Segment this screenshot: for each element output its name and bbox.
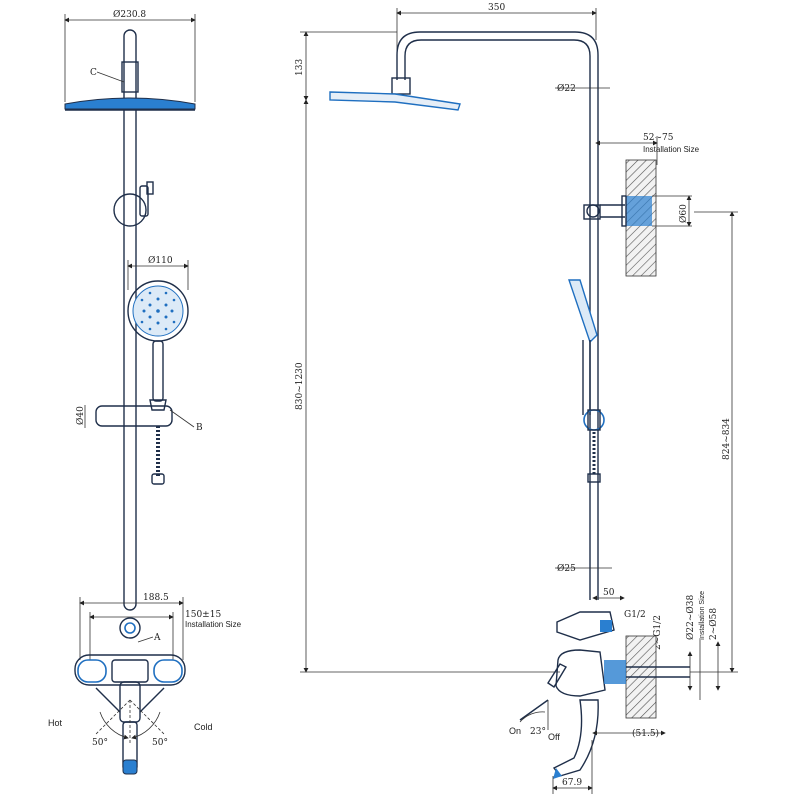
bar-diameter-label: Ø40 xyxy=(75,406,86,425)
pipe-diameter-label: Ø22 xyxy=(557,83,576,94)
installation-size-label: Installation Size xyxy=(185,620,242,629)
label-a: A xyxy=(153,633,161,643)
arm-length-label: 350 xyxy=(488,3,505,13)
label-c: C xyxy=(90,68,97,78)
side-mixer xyxy=(555,649,606,697)
label-b: B xyxy=(196,423,203,433)
bracket-range-label: 52~75 xyxy=(643,133,674,143)
spout-depth-label: 67.9 xyxy=(562,778,582,788)
escutcheon-range-label: Ø22~Ø38 xyxy=(685,595,696,640)
escutcheon-installation-label: Installation Size xyxy=(699,591,706,640)
shower-head xyxy=(64,97,196,110)
mixer-width-label: 188.5 xyxy=(143,593,169,603)
hand-shower-handle xyxy=(152,340,164,402)
front-view: Ø230.8 C Ø110 xyxy=(48,9,242,775)
head-height-label: 133 xyxy=(295,59,305,76)
hand-shower-diameter-label: Ø110 xyxy=(148,255,173,266)
thread-top-label: G1/2 xyxy=(624,610,646,620)
on-label: On xyxy=(509,726,521,736)
cold-label: Cold xyxy=(194,722,213,732)
hot-angle-label: 50° xyxy=(92,738,108,748)
spout-projection-label: (51.5) xyxy=(632,728,659,739)
lever-angle-label: 23° xyxy=(530,727,546,737)
wall-height-label: 824~834 xyxy=(722,418,732,460)
centers-label: 150±15 xyxy=(185,610,221,620)
mixer-body xyxy=(74,654,186,686)
head-diameter-label: Ø230.8 xyxy=(113,9,146,20)
off-label: Off xyxy=(548,732,560,742)
outlet-offset-label: 50 xyxy=(603,588,615,598)
lower-pipe-diameter-label: Ø25 xyxy=(557,563,576,574)
escutcheon-diameter-label: 2~Ø58 xyxy=(708,608,719,640)
hot-label: Hot xyxy=(48,718,63,728)
bracket-diameter-label: Ø60 xyxy=(678,204,689,223)
overhead-arm xyxy=(396,31,599,600)
slide-bracket xyxy=(95,405,173,427)
bracket-installation-label: Installation Size xyxy=(643,145,700,154)
side-hand-shower xyxy=(568,279,598,344)
side-shower-head xyxy=(329,91,461,111)
thread-side-label: 2~G1/2 xyxy=(653,615,663,650)
side-spout xyxy=(552,699,599,777)
cold-angle-label: 50° xyxy=(152,738,168,748)
side-view: 350 133 Ø22 52~75 Installation Size Ø60 xyxy=(295,3,738,794)
total-height-label: 830~1230 xyxy=(295,362,305,410)
